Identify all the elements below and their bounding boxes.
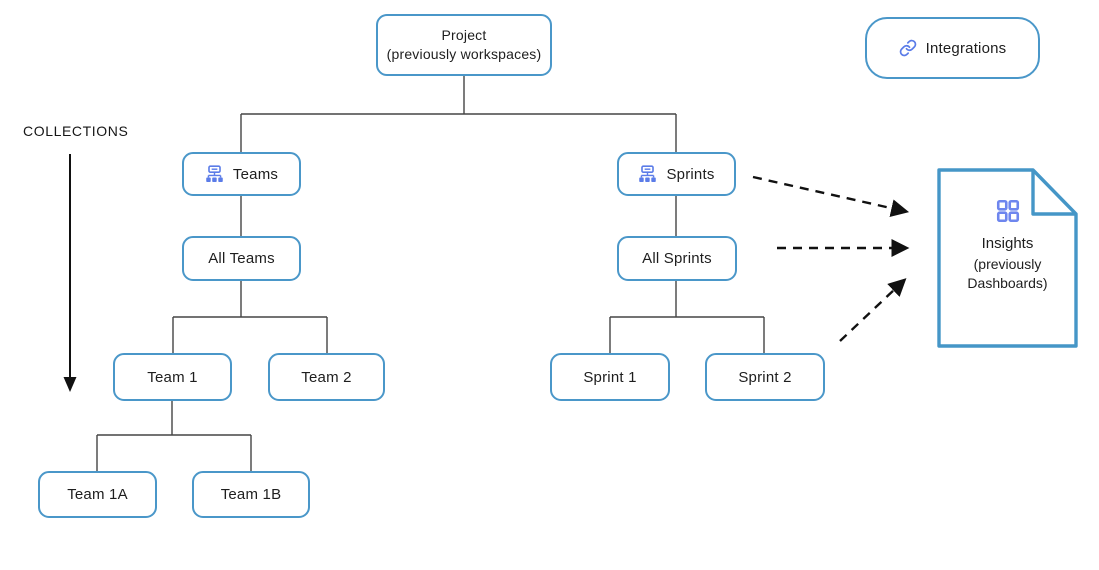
node-integrations: Integrations	[865, 17, 1040, 79]
node-project: Project (previously workspaces)	[376, 14, 552, 76]
teams-label: Teams	[232, 165, 279, 183]
node-insights-document: Insights (previously Dashboards)	[937, 168, 1078, 348]
integrations-label: Integrations	[925, 39, 1007, 57]
node-team-1: Team 1	[113, 353, 232, 401]
project-subtitle: (previously workspaces)	[386, 46, 542, 62]
org-chart-icon	[638, 164, 657, 184]
dashed-arrows	[752, 175, 910, 342]
node-all-sprints: All Sprints	[617, 236, 737, 281]
node-sprint-2: Sprint 2	[705, 353, 825, 401]
sprints-label: Sprints	[666, 165, 715, 183]
node-sprints: Sprints	[617, 152, 736, 196]
sprint-2-label: Sprint 2	[738, 368, 792, 386]
sprint-1-label: Sprint 1	[583, 368, 637, 386]
collections-down-arrow	[63, 154, 77, 392]
insights-title: Insights	[981, 235, 1034, 252]
collections-label: COLLECTIONS	[23, 123, 129, 139]
node-teams: Teams	[182, 152, 301, 196]
node-sprint-1: Sprint 1	[550, 353, 670, 401]
node-team-1b: Team 1B	[192, 471, 310, 518]
team-1a-label: Team 1A	[67, 486, 128, 503]
team-1b-label: Team 1B	[220, 486, 282, 503]
grid-icon	[995, 198, 1021, 224]
team-1-label: Team 1	[147, 368, 198, 386]
team-2-label: Team 2	[301, 368, 352, 386]
link-icon	[899, 39, 917, 57]
insights-subtitle: (previously Dashboards)	[967, 256, 1048, 291]
node-team-2: Team 2	[268, 353, 385, 401]
all-sprints-label: All Sprints	[642, 250, 712, 267]
project-title: Project	[441, 27, 487, 43]
all-teams-label: All Teams	[208, 250, 275, 267]
node-team-1a: Team 1A	[38, 471, 157, 518]
org-chart-icon	[205, 164, 224, 184]
document-shape	[937, 168, 1078, 348]
node-all-teams: All Teams	[182, 236, 301, 281]
